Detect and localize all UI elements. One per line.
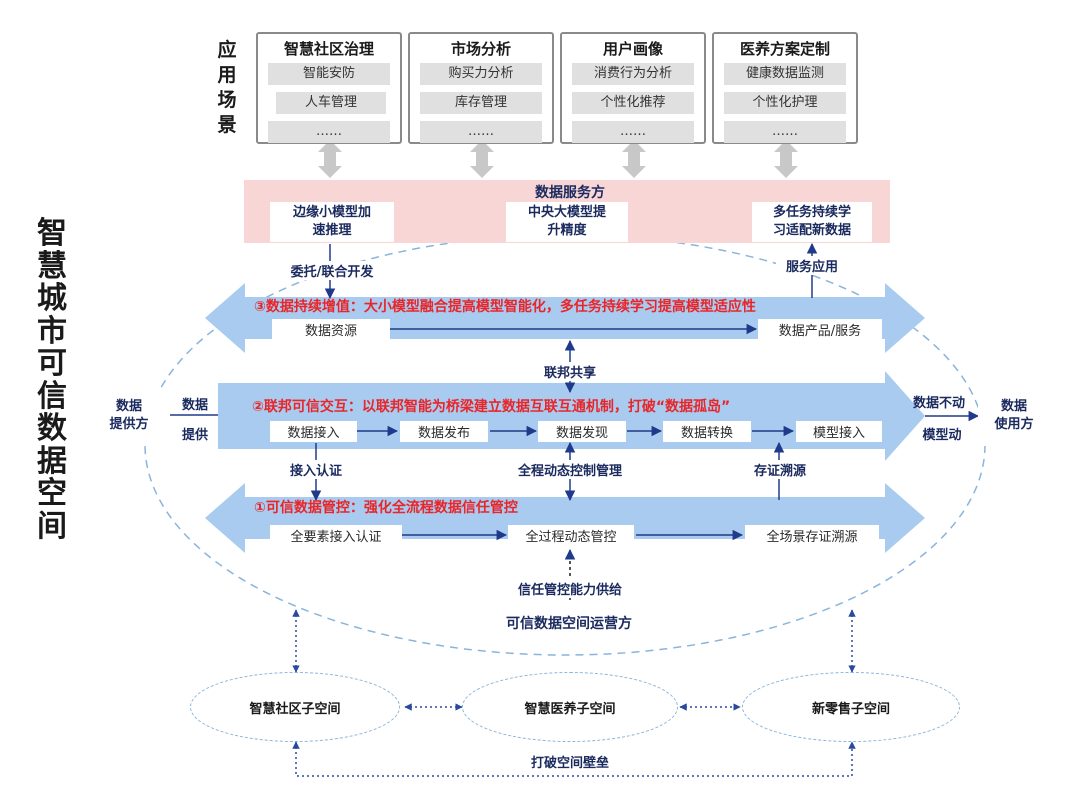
scenario-item: …… bbox=[572, 121, 694, 143]
scenario-item: …… bbox=[268, 121, 390, 143]
scenario-label: 应 用 场 景 bbox=[217, 39, 237, 136]
scenario-item: …… bbox=[420, 121, 542, 143]
scenario-item: 消费行为分析 bbox=[572, 63, 694, 85]
evidence-trace-label: 存证溯源 bbox=[744, 460, 816, 479]
side-title-char: 数 bbox=[37, 411, 67, 446]
service-provider-title: 数据服务方 bbox=[535, 185, 605, 201]
subspace-community: 智慧社区子空间 bbox=[190, 672, 400, 742]
access-auth-label: 接入认证 bbox=[280, 460, 352, 479]
federation-share-label: 联邦共享 bbox=[534, 362, 606, 381]
scenario-item: …… bbox=[724, 121, 846, 143]
scenario-box: 市场分析 购买力分析 库存管理 …… bbox=[408, 32, 554, 144]
scenario-title: 智慧社区治理 bbox=[283, 40, 374, 58]
tier2-step: 数据发现 bbox=[538, 421, 626, 442]
service-app-label: 服务应用 bbox=[776, 256, 848, 275]
scenario-item: 健康数据监测 bbox=[724, 63, 846, 85]
consumer-action-line2: 模型动 bbox=[922, 428, 962, 443]
tier1-heading: ①可信数据管控：强化全流程数据信任管控 bbox=[254, 500, 518, 516]
tier2-step: 模型接入 bbox=[796, 421, 882, 442]
tier1-step: 全要素接入认证 bbox=[270, 525, 402, 546]
tier3-step: 数据产品/服务 bbox=[758, 319, 882, 340]
side-title-char: 信 bbox=[37, 378, 67, 414]
tier1-step: 全过程动态管控 bbox=[508, 525, 634, 546]
scenario-title: 用户画像 bbox=[602, 40, 663, 58]
side-title: 智 慧 城 市 可 信 数 据 空 间 bbox=[28, 216, 76, 544]
provider-action-line2: 提供 bbox=[181, 428, 208, 443]
tier3-arrow-band bbox=[205, 283, 925, 353]
barrier-label: 打破空间壁垒 bbox=[530, 756, 609, 771]
scenario-service-arrows bbox=[318, 140, 798, 178]
side-title-char: 可 bbox=[37, 346, 67, 381]
scenario-box: 智慧社区治理 智能安防 人车管理 …… bbox=[256, 32, 402, 144]
dynamic-control-label: 全程动态控制管理 bbox=[508, 460, 632, 479]
trust-supply-label: 信任管控能力供给 bbox=[504, 579, 636, 598]
subspace-retail: 新零售子空间 bbox=[742, 672, 960, 742]
scenario-item: 库存管理 bbox=[420, 92, 542, 114]
side-title-char: 慧 bbox=[37, 248, 67, 284]
scenario-box: 用户画像 消费行为分析 个性化推荐 …… bbox=[560, 32, 706, 144]
tier2-step: 数据转换 bbox=[663, 421, 751, 442]
scenario-item: 个性化护理 bbox=[724, 92, 846, 114]
provider-action-line1: 数据 bbox=[181, 398, 208, 413]
side-title-char: 空 bbox=[37, 476, 67, 511]
subspace-healthcare: 智慧医养子空间 bbox=[462, 672, 678, 742]
tier2-heading: ②联邦可信交互：以联邦智能为桥梁建立数据互联互通机制，打破“数据孤岛” bbox=[252, 399, 731, 415]
scenario-item: 智能安防 bbox=[268, 63, 390, 85]
side-title-char: 间 bbox=[37, 508, 67, 544]
side-title-char: 智 bbox=[37, 216, 67, 251]
tier2-step: 数据发布 bbox=[400, 421, 488, 442]
scenario-item: 个性化推荐 bbox=[572, 92, 694, 114]
operator-box: 可信数据空间运营方 bbox=[473, 604, 665, 644]
scenario-item: 人车管理 bbox=[276, 92, 386, 114]
scenario-box: 医养方案定制 健康数据监测 个性化护理 …… bbox=[712, 32, 858, 144]
delegate-dev-label: 委托/联合开发 bbox=[280, 261, 384, 280]
tier1-step: 全场景存证溯源 bbox=[745, 525, 879, 546]
consumer-action-line1: 数据不动 bbox=[912, 396, 965, 411]
multitask-learning-box: 多任务持续学习适配新数据 bbox=[752, 202, 872, 242]
scenario-title: 市场分析 bbox=[450, 40, 511, 58]
edge-model-box: 边缘小模型加速推理 bbox=[270, 202, 394, 242]
side-title-char: 据 bbox=[37, 443, 67, 479]
side-title-char: 市 bbox=[37, 313, 67, 349]
tier2-step: 数据接入 bbox=[270, 421, 357, 442]
scenario-item: 购买力分析 bbox=[420, 63, 542, 85]
side-title-char: 城 bbox=[37, 281, 67, 316]
tier3-heading: ③数据持续增值：大小模型融合提高模型智能化，多任务持续学习提高模型适应性 bbox=[254, 299, 756, 315]
tier3-step: 数据资源 bbox=[272, 319, 390, 340]
central-model-box: 中央大模型提升精度 bbox=[506, 202, 628, 242]
data-provider-box: 数据提供方 bbox=[88, 388, 170, 444]
data-consumer-box: 数据使用方 bbox=[978, 386, 1050, 446]
scenario-title: 医养方案定制 bbox=[739, 40, 830, 58]
